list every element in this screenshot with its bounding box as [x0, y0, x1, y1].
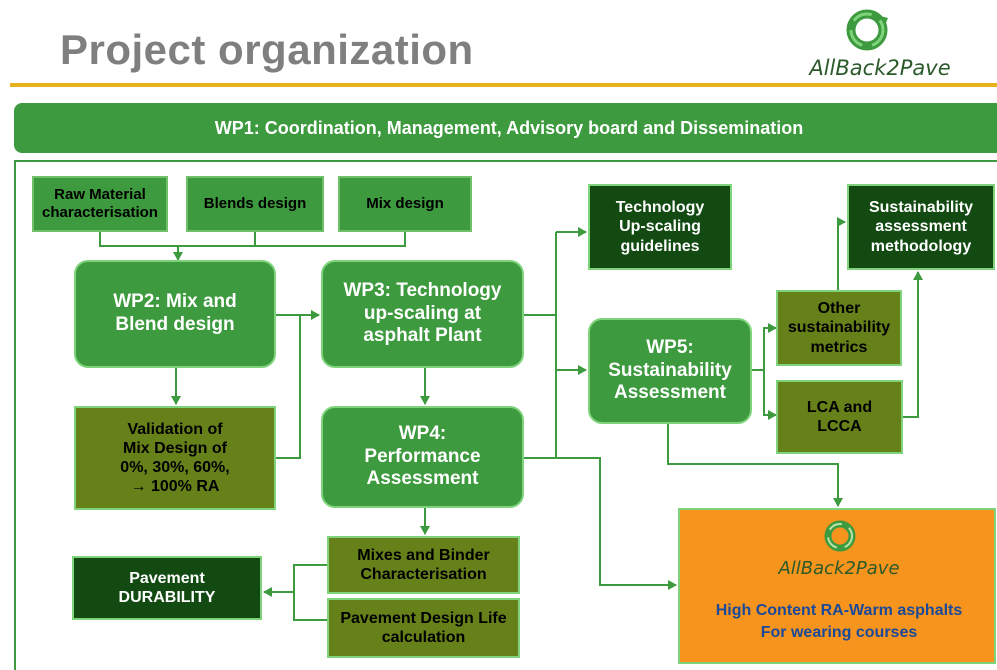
recycle-logo-icon	[824, 520, 856, 552]
final-outcome-line2: For wearing courses	[760, 624, 918, 641]
mixes-binder-box: Mixes and Binder Characterisation	[327, 536, 520, 594]
final-outcome-box: AllBack2Pave High Content RA-Warm asphal…	[678, 508, 996, 664]
wp3-box: WP3: Technology up-scaling at asphalt Pl…	[321, 260, 524, 368]
pavement-design-box: Pavement Design Life calculation	[327, 598, 520, 658]
input-raw-material: Raw Material characterisation	[32, 176, 168, 232]
final-logo-text: AllBack2Pave	[778, 558, 900, 579]
header-logo-text: AllBack2Pave	[809, 56, 951, 80]
wp2-box: WP2: Mix and Blend design	[74, 260, 276, 368]
technology-guidelines-box: Technology Up-scaling guidelines	[588, 184, 732, 270]
wp1-banner: WP1: Coordination, Management, Advisory …	[14, 103, 997, 153]
lca-lcca-box: LCA and LCCA	[776, 380, 903, 454]
work-package-frame	[14, 160, 997, 670]
slide-title: Project organization	[60, 26, 474, 73]
final-outcome-line1: High Content RA-Warm asphalts	[715, 602, 963, 619]
input-blends-design: Blends design	[186, 176, 324, 232]
sustainability-methodology-box: Sustainability assessment methodology	[847, 184, 995, 270]
pavement-durability-box: Pavement DURABILITY	[72, 556, 262, 620]
wp5-box: WP5: Sustainability Assessment	[588, 318, 752, 424]
wp4-box: WP4: Performance Assessment	[321, 406, 524, 508]
other-metrics-box: Other sustainability metrics	[776, 290, 902, 366]
title-divider	[10, 83, 997, 87]
header-logo: AllBack2Pave	[790, 8, 970, 84]
recycle-logo-icon	[846, 9, 888, 51]
input-mix-design: Mix design	[338, 176, 472, 232]
validation-box: Validation of Mix Design of 0%, 30%, 60%…	[74, 406, 276, 510]
